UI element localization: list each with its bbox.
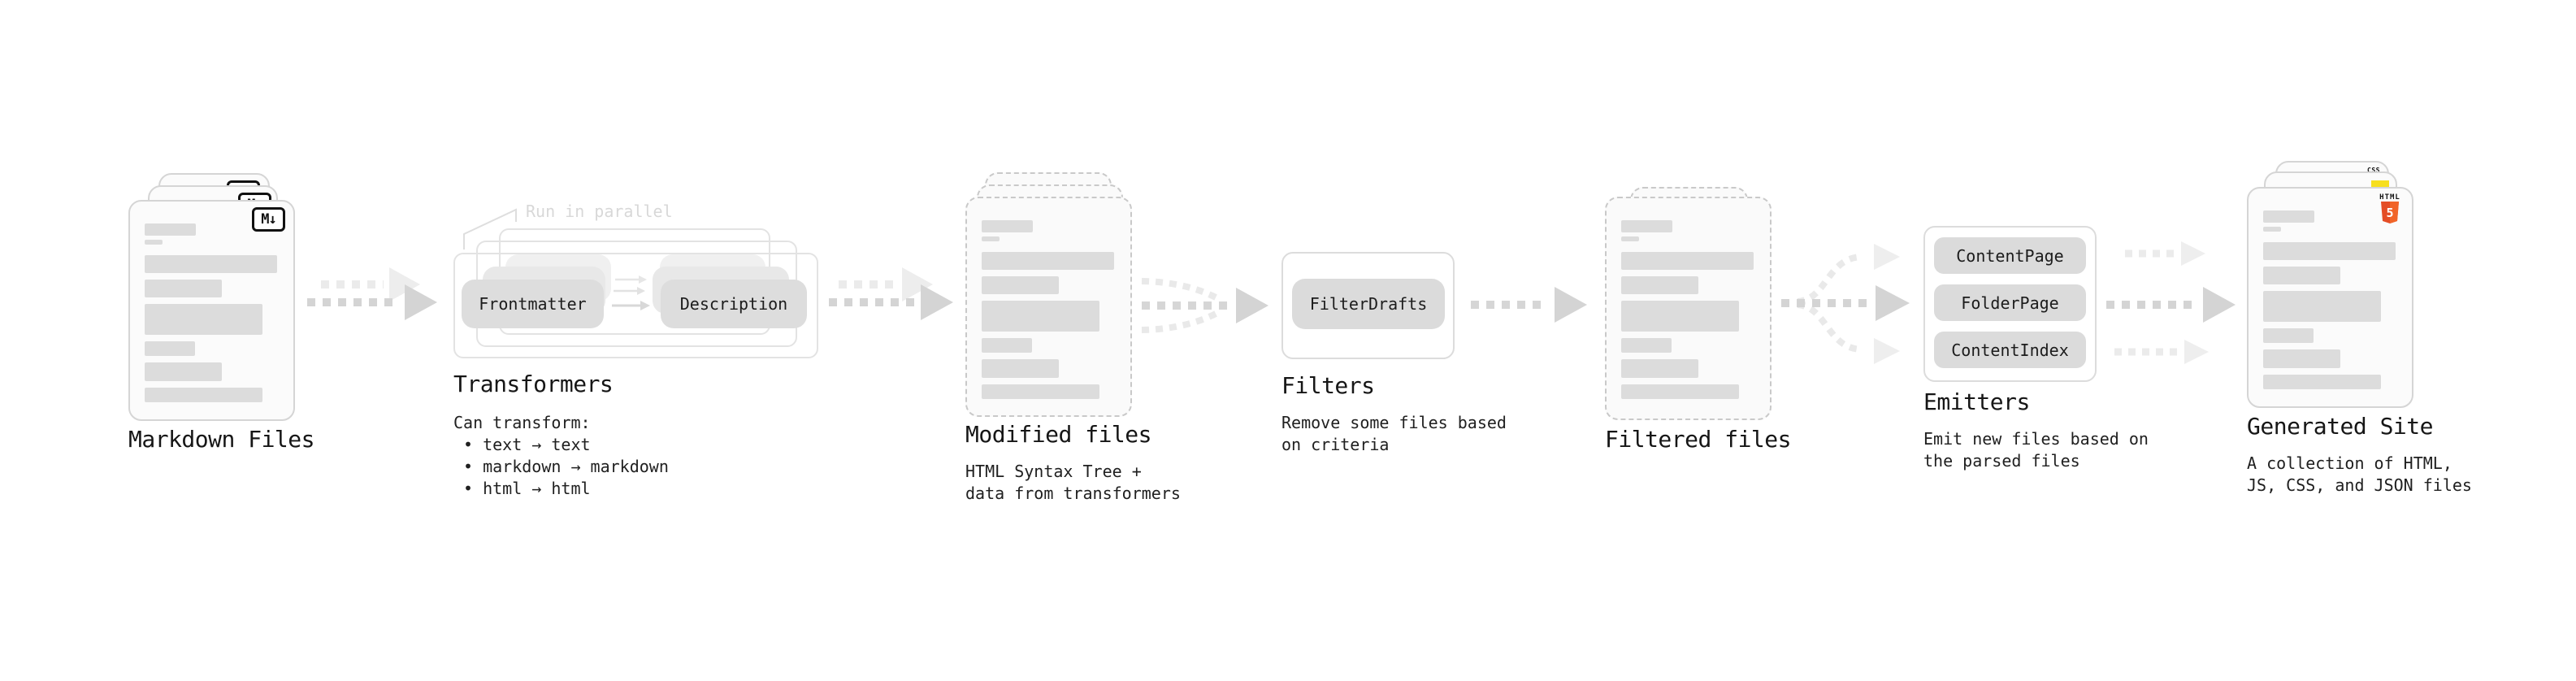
arrow-filtered-to-emitters-icon xyxy=(1781,244,1910,364)
desc-line: Remove some files based xyxy=(1281,413,1507,432)
arrow-markdown-to-transformers-icon xyxy=(307,267,437,320)
content-placeholder-bar xyxy=(1621,359,1698,378)
emitters-label: Emitters xyxy=(1923,388,2030,415)
arrow-modified-to-filters-icon xyxy=(1141,278,1268,333)
transformers-bullets: • text → text • markdown → markdown • ht… xyxy=(463,434,669,500)
contentpage-pill-label: ContentPage xyxy=(1956,245,2064,266)
content-placeholder-bar xyxy=(982,359,1059,378)
content-placeholder-bar xyxy=(145,280,222,297)
transformer-layer-box-front xyxy=(453,253,818,358)
bullet-line: • html → html xyxy=(463,479,591,498)
file-content-placeholder xyxy=(1621,220,1754,406)
content-placeholder-bar xyxy=(1621,220,1672,232)
filtered-file-card-front xyxy=(1605,197,1772,420)
content-placeholder-bar xyxy=(982,301,1099,332)
folderpage-pill: FolderPage xyxy=(1934,284,2086,321)
content-placeholder-bar xyxy=(982,220,1033,232)
content-placeholder-bar xyxy=(145,223,196,236)
content-placeholder-bar xyxy=(1621,236,1639,241)
markdown-icon: M↓ xyxy=(252,207,285,232)
content-placeholder-bar xyxy=(145,362,222,381)
filters-desc: Remove some files based on criteria xyxy=(1281,412,1507,456)
emitters-desc: Emit new files based on the parsed files xyxy=(1923,428,2149,472)
desc-line: on criteria xyxy=(1281,435,1390,454)
modified-files-label: Modified files xyxy=(965,421,1152,448)
markdown-files-label: Markdown Files xyxy=(128,426,315,453)
content-placeholder-bar xyxy=(982,338,1032,353)
filterdrafts-pill: FilterDrafts xyxy=(1292,279,1445,329)
bullet-line: • text → text xyxy=(463,435,591,454)
filtered-files-label: Filtered files xyxy=(1605,426,1792,453)
bullet-line: • markdown → markdown xyxy=(463,457,669,476)
contentpage-pill: ContentPage xyxy=(1934,237,2086,274)
markdown-icon-glyph: M↓ xyxy=(261,211,277,228)
content-placeholder-bar xyxy=(2263,328,2314,343)
content-placeholder-bar xyxy=(2263,291,2381,322)
arrow-transformers-to-modified-icon xyxy=(829,267,953,320)
content-placeholder-bar xyxy=(2263,349,2340,368)
content-placeholder-bar xyxy=(982,252,1114,270)
description-pill: Description xyxy=(661,280,807,328)
content-placeholder-bar xyxy=(2263,267,2340,284)
modified-files-desc: HTML Syntax Tree + data from transformer… xyxy=(965,461,1181,505)
desc-line: A collection of HTML, xyxy=(2247,453,2452,473)
markdown-file-card-front: M↓ xyxy=(128,200,295,421)
frontmatter-pill-label: Frontmatter xyxy=(479,294,587,314)
content-placeholder-bar xyxy=(982,236,1000,241)
desc-line: HTML Syntax Tree + xyxy=(965,462,1142,481)
content-placeholder-bar xyxy=(982,276,1059,294)
transformers-label: Transformers xyxy=(453,371,614,397)
content-placeholder-bar xyxy=(1621,384,1739,399)
desc-line: JS, CSS, and JSON files xyxy=(2247,475,2472,495)
content-placeholder-bar xyxy=(1621,276,1698,294)
folderpage-pill-label: FolderPage xyxy=(1961,293,2059,313)
transformers-intro: Can transform: xyxy=(453,413,591,432)
content-placeholder-bar xyxy=(145,240,163,245)
desc-line: data from transformers xyxy=(965,484,1181,503)
generated-site-label: Generated Site xyxy=(2247,413,2434,440)
filterdrafts-pill-label: FilterDrafts xyxy=(1309,294,1428,314)
content-placeholder-bar xyxy=(2263,227,2281,232)
content-placeholder-bar xyxy=(2263,242,2396,260)
file-content-placeholder xyxy=(145,223,277,409)
arrow-filters-to-filtered-icon xyxy=(1471,287,1587,323)
content-placeholder-bar xyxy=(145,341,195,356)
content-placeholder-bar xyxy=(145,304,262,335)
file-content-placeholder xyxy=(2263,210,2396,396)
content-placeholder-bar xyxy=(1621,301,1739,332)
html5-shield-icon: 5 xyxy=(2381,202,2399,223)
svg-text:5: 5 xyxy=(2386,206,2393,220)
arrow-emitters-to-generated-icon xyxy=(2106,241,2236,364)
content-placeholder-bar xyxy=(2263,375,2381,389)
content-placeholder-bar xyxy=(2263,210,2314,223)
generated-site-desc: A collection of HTML, JS, CSS, and JSON … xyxy=(2247,453,2472,497)
contentindex-pill: ContentIndex xyxy=(1934,332,2086,368)
frontmatter-pill: Frontmatter xyxy=(462,280,604,328)
content-placeholder-bar xyxy=(145,388,262,402)
desc-line: the parsed files xyxy=(1923,451,2080,471)
file-content-placeholder xyxy=(982,220,1114,406)
contentindex-pill-label: ContentIndex xyxy=(1951,340,2069,360)
html5-icon: HTML 5 xyxy=(2375,193,2405,227)
desc-line: Emit new files based on xyxy=(1923,429,2149,449)
content-placeholder-bar xyxy=(1621,252,1754,270)
description-pill-label: Description xyxy=(679,294,788,314)
modified-file-card-front xyxy=(965,197,1132,417)
filters-label: Filters xyxy=(1281,372,1375,399)
content-placeholder-bar xyxy=(982,384,1099,399)
html5-icon-label: HTML xyxy=(2379,193,2400,202)
content-placeholder-bar xyxy=(145,255,277,273)
run-in-parallel-annotation: Run in parallel xyxy=(526,202,673,221)
content-placeholder-bar xyxy=(1621,338,1672,353)
css-icon-label: CSS xyxy=(2367,167,2380,174)
generated-file-card-front: HTML 5 xyxy=(2247,187,2413,408)
